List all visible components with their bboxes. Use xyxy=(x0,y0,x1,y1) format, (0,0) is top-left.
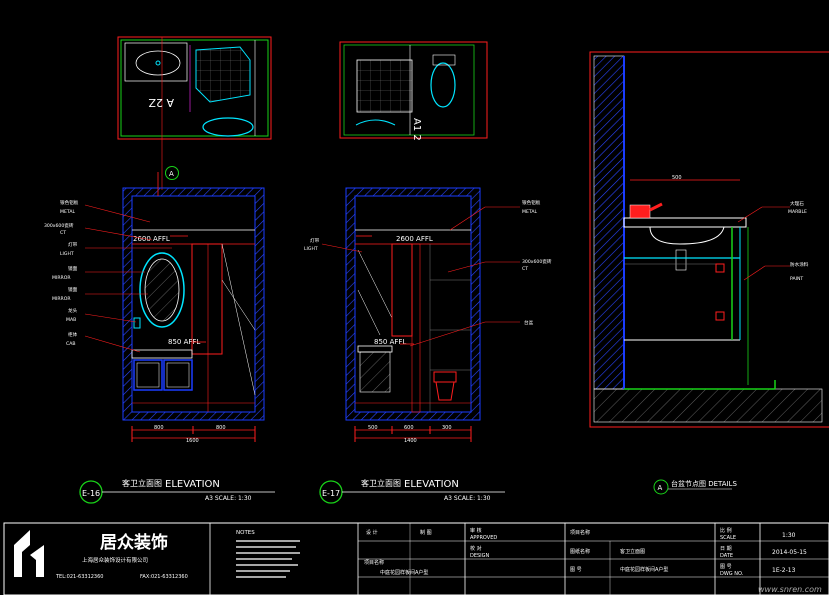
elev-1-callout-3-en: LIGHT xyxy=(60,251,74,257)
elev-2-callout-left-1-en: LIGHT xyxy=(304,246,318,252)
phone-1: TEL:021-63312360 xyxy=(55,574,103,580)
elev-1-callouts: 银色铝板 METAL 300x600瓷砖 CT 灯带 LIGHT 镜面 MIRR… xyxy=(44,199,172,353)
elev-1-callout-6-en: MAB xyxy=(66,317,76,323)
detail-title: A 台盆节点图 DETAILS xyxy=(653,479,738,495)
title-block: 居众装饰 上海居众装饰设计有限公司 TEL:021-63312360 FAX:0… xyxy=(3,522,829,595)
plan-view-2: A1 2 xyxy=(339,41,488,141)
elev-1-callout-3-cn: 灯带 xyxy=(68,241,78,248)
elev-1-scale: A3 SCALE: 1:30 xyxy=(205,495,252,502)
cell-no-value: 1E-2-13 xyxy=(772,567,796,574)
cell-draw: 制 图 xyxy=(420,529,432,536)
elev-2-callout-2-en: CT xyxy=(522,266,528,272)
detail-view: 500 大理石 MARBLE 防水涂料 PAINT xyxy=(589,51,829,428)
detail-callout-1-cn: 大理石 xyxy=(790,200,804,207)
elev-1-callout-5-en: MIRROR xyxy=(52,296,71,302)
logo-text: 居众装饰 xyxy=(100,532,168,553)
cell-project-value-2: 中庭花园样板间A户型 xyxy=(620,566,668,573)
elev-1-callout-7-en: CAB xyxy=(66,341,76,347)
cell-scale-label: 比 例 xyxy=(720,527,732,534)
elev-2-callout-2-cn: 300x600瓷砖 xyxy=(522,258,552,265)
elev-2-marker-id: E-17 xyxy=(322,489,340,498)
elev-1-title-cn: 客卫立面图 xyxy=(122,478,162,488)
elev-1-callout-1-cn: 银色铝板 xyxy=(60,199,79,206)
elev-2-height-mid: 850 AFFL xyxy=(374,338,406,346)
detail-dim: 500 xyxy=(672,175,682,181)
elev-1-callout-1-en: METAL xyxy=(60,209,75,215)
plan-view-1: A 2Z xyxy=(117,36,272,190)
cell-project-label-2: 项目名称 xyxy=(570,529,590,536)
elev-1-dim-b: 800 xyxy=(216,425,226,431)
plan-2-label: A1 2 xyxy=(411,118,422,141)
elev-2-title: E-17 客卫立面图 ELEVATION A3 SCALE: 1:30 xyxy=(319,478,505,504)
cell-no-label: 图 号 xyxy=(720,564,732,570)
elev-2-callout-3-cn: 台盆 xyxy=(524,319,534,326)
elev-2-callout-1-cn: 银色铝板 xyxy=(522,199,541,206)
cell-design-en: DESIGN xyxy=(470,553,490,559)
elev-1-callout-2-en: CT xyxy=(60,230,66,236)
elev-2-title-en: ELEVATION xyxy=(404,479,459,490)
elev-1-dim-total: 1600 xyxy=(186,438,199,444)
elev-1-height-top: 2600 AFFL xyxy=(133,235,170,243)
elevation-1: 2600 AFFL 850 AFFL A 800 800 1600 xyxy=(122,166,265,444)
elevation-2: 2600 AFFL 850 AFFL 500 600 300 1400 xyxy=(345,187,481,444)
cell-check: 校 对 xyxy=(470,545,482,552)
elev-2-dim-total: 1400 xyxy=(404,438,417,444)
cell-date-en: DATE xyxy=(720,553,733,559)
elev-1-height-mid: 850 AFFL xyxy=(168,338,200,346)
cell-date-label: 日 期 xyxy=(720,546,732,552)
detail-callout-2-en: PAINT xyxy=(790,276,803,282)
cell-approved: 审 核 xyxy=(470,527,482,534)
cell-project-value: 中庭花园样板间A户型 xyxy=(380,569,428,576)
notes-title: NOTES xyxy=(236,530,255,536)
elev-1-callout-4-cn: 镜面 xyxy=(68,265,78,272)
elev-2-callout-1-en: METAL xyxy=(522,209,537,215)
cell-project-label: 项目名称 xyxy=(364,559,384,566)
detail-marker: A xyxy=(658,484,663,492)
watermark: www.snren.com xyxy=(758,585,822,594)
phone-2: FAX:021-63312360 xyxy=(140,574,188,580)
elev-2-dim-a: 500 xyxy=(368,425,378,431)
elev-2-dim-c: 300 xyxy=(442,425,452,431)
plan-1-label: A 2Z xyxy=(148,96,174,109)
company-sub: 上海居众装饰设计有限公司 xyxy=(82,556,148,564)
cell-scale-en: SCALE xyxy=(720,535,736,541)
elev-1-callout-4-en: MIRROR xyxy=(52,275,71,281)
elev-2-height-top: 2600 AFFL xyxy=(396,235,433,243)
elev-1-marker-id: E-16 xyxy=(82,489,100,498)
detail-callout-1-en: MARBLE xyxy=(788,209,807,215)
elev-2-scale: A3 SCALE: 1:30 xyxy=(444,495,491,502)
elev-1-title: E-16 客卫立面图 ELEVATION A3 SCALE: 1:30 xyxy=(79,478,275,504)
cell-no-en: DWG NO. xyxy=(720,571,744,577)
cell-drawing-label: 图纸名称 xyxy=(570,548,590,555)
cell-approved-en: APPROVED xyxy=(470,535,497,541)
detail-label: 台盆节点图 DETAILS xyxy=(671,479,738,488)
notes-lines xyxy=(236,540,300,578)
elev-1-title-en: ELEVATION xyxy=(165,479,220,490)
cell-design: 设 计 xyxy=(366,529,378,536)
elev-1-callout-6-cn: 龙头 xyxy=(68,307,78,314)
detail-callout-2-cn: 防水涂料 xyxy=(790,261,809,268)
elev-2-callouts: 灯带 LIGHT 银色铝板 METAL 300x600瓷砖 CT 台盆 xyxy=(304,199,552,347)
elev-2-title-cn: 客卫立面图 xyxy=(361,478,401,488)
elev-1-callout-7-cn: 柜体 xyxy=(68,331,78,338)
elev-2-callout-left-1-cn: 灯带 xyxy=(310,237,320,244)
company-logo-icon xyxy=(14,530,44,577)
elev-1-callout-5-cn: 镜面 xyxy=(68,286,78,293)
elev-1-callout-2-cn: 300x600瓷砖 xyxy=(44,222,74,229)
elev-1-dim-a: 800 xyxy=(154,425,164,431)
cell-no-label-left: 图 号 xyxy=(570,567,582,573)
elev-1-section-letter: A xyxy=(169,170,174,178)
elev-2-dim-b: 600 xyxy=(404,425,414,431)
cell-scale-value: 1:30 xyxy=(782,532,796,539)
cell-date-value: 2014-05-15 xyxy=(772,549,807,556)
cell-drawing-value: 客卫立面图 xyxy=(620,548,645,555)
